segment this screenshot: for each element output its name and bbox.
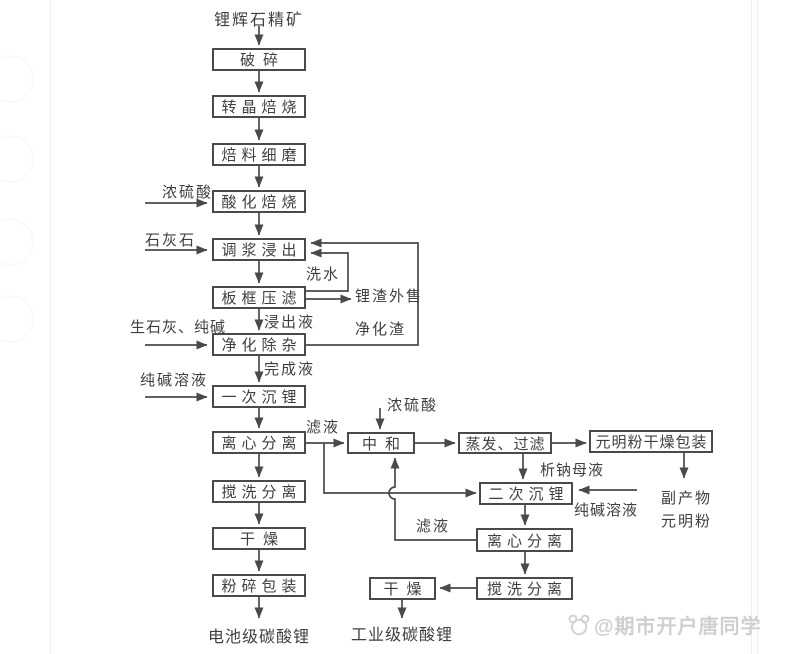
byproduct-label-line1: 副产物 [661,491,713,507]
node-agitate-wash-1: 搅洗分离 [212,480,306,503]
node-neutralize: 中和 [347,432,415,454]
stream-sodium-mother-liquor-label: 析钠母液 [540,463,605,479]
reagent-limestone-label: 石灰石 [145,233,197,249]
stream-purified-slag-label: 净化渣 [355,322,407,338]
stream-wash-water-label: 洗水 [306,267,341,283]
node-crush-pack: 粉碎包装 [212,574,306,597]
reagent-sulfuric-acid-2-label: 浓硫酸 [387,398,439,414]
page-rule-right-2 [757,0,758,654]
source-material-label: 锂辉石精矿 [213,12,304,29]
node-fine-grind: 焙料细磨 [212,143,306,166]
reagent-quicklime-soda-label: 生石灰、纯碱 [130,320,227,336]
battery-grade-product-label: 电池级碳酸锂 [207,629,310,646]
byproduct-label-line2: 元明粉 [661,514,713,530]
stream-leachate-label: 浸出液 [264,315,316,331]
node-crush: 破碎 [212,48,306,71]
watermark-logo-icon [568,614,590,636]
node-agitate-wash-2: 搅洗分离 [476,577,573,600]
stream-slag-sale-label: 锂渣外售 [355,289,424,305]
node-evaporate-filter: 蒸发、过滤 [458,432,552,454]
page-rule-right-1 [751,0,752,654]
stream-filtrate-2-label: 滤液 [416,519,451,535]
node-dry-1: 干燥 [212,527,306,550]
industrial-grade-product-label: 工业级碳酸锂 [350,627,453,644]
stream-finished-liquid-label: 完成液 [264,362,316,378]
node-mirabilite-dry-pack: 元明粉干燥包装 [589,430,713,453]
watermark: @期市开户唐同学 [568,610,762,639]
node-second-li-precipitation: 二次沉锂 [479,482,573,505]
node-centrifuge-1: 离心分离 [212,431,306,454]
node-purify: 净化除杂 [212,333,306,356]
node-first-li-precipitation: 一次沉锂 [212,385,306,408]
node-centrifuge-2: 离心分离 [476,528,573,552]
reagent-sulfuric-acid-1-label: 浓硫酸 [162,185,214,201]
reagent-soda-solution-2-label: 纯碱溶液 [574,503,639,519]
watermark-handle: @期市开户唐同学 [594,616,762,638]
node-dry-2: 干燥 [369,577,436,600]
page-rule-left [50,0,51,654]
node-slurry-leach: 调浆浸出 [212,238,306,261]
reagent-soda-solution-1-label: 纯碱溶液 [140,373,209,389]
node-plate-filter: 板框压滤 [212,286,306,309]
node-conversion-roast: 转晶焙烧 [212,95,306,118]
node-acid-roast: 酸化焙烧 [212,190,306,213]
stream-filtrate-1-label: 滤液 [306,420,341,436]
